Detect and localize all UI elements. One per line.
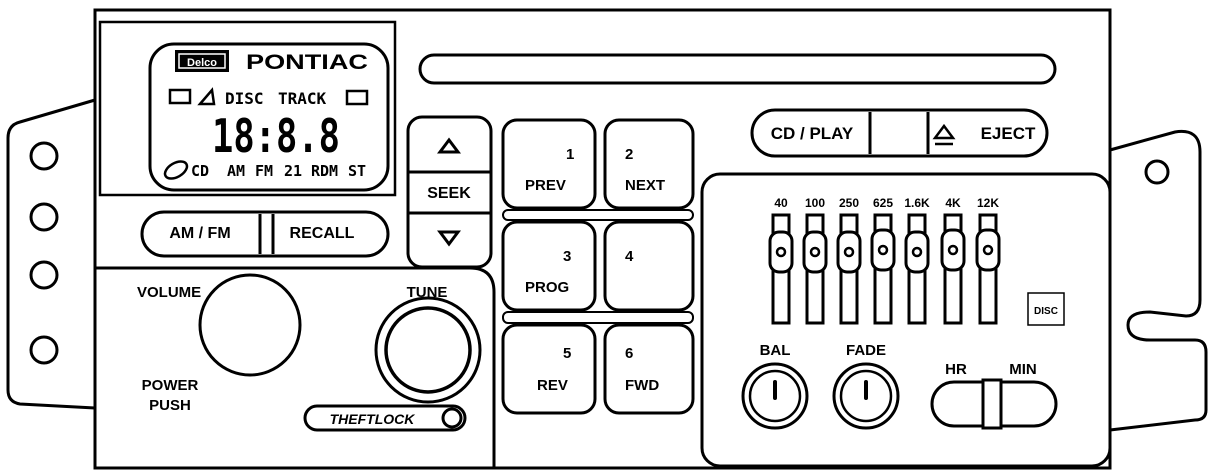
seek-up-arrow-icon[interactable]	[437, 137, 461, 154]
display-bezel	[98, 20, 397, 197]
tune-label: TUNE	[407, 284, 448, 301]
brand-name: PONTIAC	[246, 51, 368, 74]
preset-6-number: 6	[625, 345, 633, 362]
lcd-time-digits: 18:8.8	[212, 109, 340, 163]
preset-3-label: PROG	[525, 279, 569, 296]
theftlock-label: THEFTLOCK	[330, 411, 416, 427]
volume-knob[interactable]	[198, 273, 302, 377]
am-fm-recall-housing	[140, 210, 390, 258]
eq-band-label-5: 1.6K	[904, 196, 930, 210]
eq-slider-knob-6[interactable]	[940, 228, 966, 272]
delco-badge	[175, 50, 229, 72]
preset-1-label: PREV	[525, 177, 566, 194]
eq-slider-dot-2	[809, 246, 821, 258]
left-mounting-bracket	[6, 98, 96, 410]
theftlock-indicator	[303, 404, 467, 432]
lcd-preset-number: 21	[284, 162, 302, 180]
preset-button-1[interactable]	[501, 118, 597, 210]
preset-4-number: 4	[625, 248, 634, 265]
eject-icon[interactable]	[932, 123, 956, 146]
lcd-am-label: AM	[227, 162, 245, 180]
preset-1-number: 1	[566, 146, 574, 163]
volume-label: VOLUME	[137, 284, 201, 301]
eq-slider-dot-7	[982, 244, 994, 256]
equalizer-panel	[700, 172, 1112, 468]
fade-label: FADE	[846, 342, 886, 359]
seek-rocker[interactable]	[406, 115, 493, 269]
preset-2-number: 2	[625, 146, 633, 163]
lcd-screen	[148, 42, 390, 192]
eq-slider-knob-1[interactable]	[768, 230, 794, 274]
preset-6-label: FWD	[625, 377, 659, 394]
compact-disc-logo: DISC	[1027, 292, 1065, 326]
eq-slider-dot-4	[877, 244, 889, 256]
power-label-line1: POWER	[142, 377, 199, 394]
min-label: MIN	[1009, 361, 1037, 378]
theftlock-led	[441, 407, 463, 429]
svg-text:DISC: DISC	[1034, 306, 1058, 317]
eq-slider-dot-3	[843, 246, 855, 258]
brand-badge-text: Delco	[187, 57, 217, 69]
seek-down-arrow-icon[interactable]	[437, 230, 461, 247]
eq-slider-knob-2[interactable]	[802, 230, 828, 274]
lcd-cd-label: CD	[191, 162, 209, 180]
preset-3-number: 3	[563, 248, 571, 265]
eq-band-label-1: 40	[774, 196, 788, 210]
lcd-rdm-label: RDM	[311, 162, 338, 180]
eject-button[interactable]: EJECT	[981, 124, 1036, 143]
eq-band-label-2: 100	[805, 196, 825, 210]
bal-label: BAL	[760, 342, 791, 359]
fade-knob-outer[interactable]	[832, 362, 900, 430]
eq-slider-dot-5	[911, 246, 923, 258]
bal-knob-inner	[748, 369, 802, 423]
preset-5-label: REV	[537, 377, 568, 394]
lcd-stop-icon	[345, 89, 369, 106]
lcd-track-label: TRACK	[278, 89, 327, 108]
tune-knob-inner	[384, 306, 472, 394]
right-mounting-bracket	[1109, 129, 1208, 432]
eq-slider-knob-7[interactable]	[975, 228, 1001, 272]
bal-knob-outer[interactable]	[741, 362, 809, 430]
bracket-hole-3	[29, 260, 59, 290]
lcd-ramp-icon	[197, 87, 216, 106]
eq-band-label-6: 4K	[945, 196, 961, 210]
eq-slider-dot-6	[947, 244, 959, 256]
power-label-line2: PUSH	[149, 397, 191, 414]
lcd-dolby-icon	[168, 88, 192, 105]
cd-slot[interactable]	[418, 53, 1057, 85]
preset-button-6[interactable]	[603, 323, 695, 415]
preset-button-4[interactable]	[603, 220, 695, 312]
lcd-st-label: ST	[348, 162, 366, 180]
tune-knob-outer[interactable]	[374, 296, 482, 404]
lcd-disc-icon	[163, 160, 189, 180]
bracket-hole-2	[29, 202, 59, 232]
eq-slider-knob-3[interactable]	[836, 230, 862, 274]
preset-button-3[interactable]	[501, 220, 597, 312]
hr-label: HR	[945, 361, 967, 378]
preset-button-5[interactable]	[501, 323, 597, 415]
preset-2-label: NEXT	[625, 177, 665, 194]
eq-slider-knob-4[interactable]	[870, 228, 896, 272]
bracket-hole-1	[29, 141, 59, 171]
preset-5-number: 5	[563, 345, 571, 362]
am-fm-button[interactable]: AM / FM	[169, 225, 230, 242]
seek-label: SEEK	[427, 185, 471, 202]
eq-slider-knob-5[interactable]	[904, 230, 930, 274]
eq-band-label-4: 625	[873, 196, 893, 210]
eq-band-label-7: 12K	[977, 196, 999, 210]
bracket-hole-right	[1144, 159, 1170, 185]
eq-slider-dot-1	[775, 246, 787, 258]
lcd-fm-label: FM	[255, 162, 273, 180]
preset-button-2[interactable]	[603, 118, 695, 210]
cd-play-button[interactable]: CD / PLAY	[771, 124, 854, 143]
eq-band-label-3: 250	[839, 196, 859, 210]
fade-knob-inner	[839, 369, 893, 423]
recall-button[interactable]: RECALL	[290, 225, 355, 242]
cd-eject-housing	[750, 108, 1049, 158]
bracket-hole-4	[29, 335, 59, 365]
lcd-disc-label: DISC	[225, 89, 264, 108]
